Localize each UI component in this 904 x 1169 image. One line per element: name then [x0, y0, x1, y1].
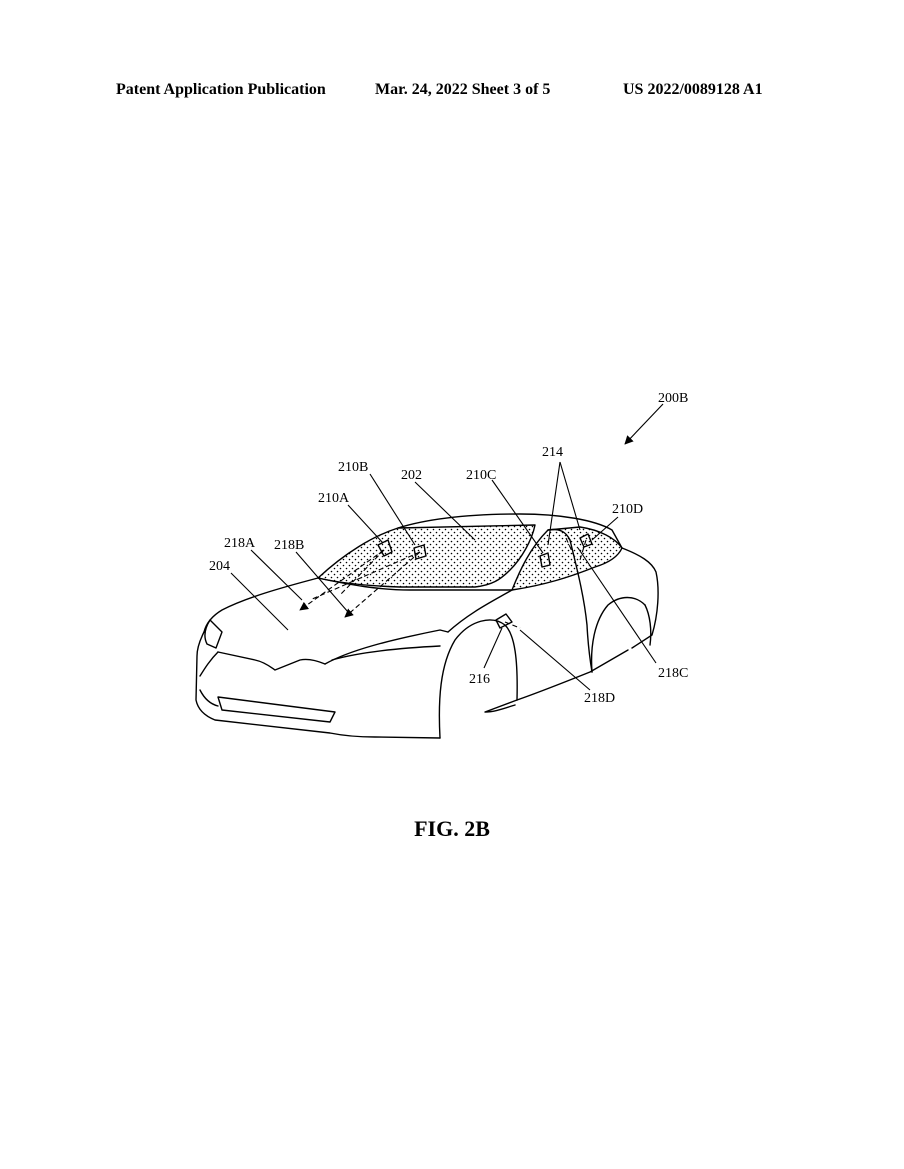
- label-218c: 218C: [658, 666, 688, 681]
- label-216: 216: [469, 672, 490, 687]
- camera-210c: [539, 552, 551, 568]
- header-publication-type: Patent Application Publication: [116, 81, 326, 98]
- header-date-sheet: Mar. 24, 2022 Sheet 3 of 5: [375, 81, 551, 98]
- side-mirror: [495, 613, 513, 629]
- label-210b: 210B: [338, 460, 368, 475]
- label-210c: 210C: [466, 468, 496, 483]
- camera-210d: [579, 533, 593, 548]
- figure-caption: FIG. 2B: [414, 816, 490, 841]
- label-210d: 210D: [612, 502, 643, 517]
- label-218a: 218A: [224, 536, 256, 551]
- label-214: 214: [542, 445, 563, 460]
- camera-210b: [413, 544, 427, 560]
- label-218b: 218B: [274, 538, 304, 553]
- label-200b: 200B: [658, 391, 688, 406]
- label-204: 204: [209, 559, 230, 574]
- label-218d: 218D: [584, 691, 615, 706]
- label-202: 202: [401, 468, 422, 483]
- label-210a: 210A: [318, 491, 350, 506]
- header-publication-number: US 2022/0089128 A1: [623, 81, 763, 98]
